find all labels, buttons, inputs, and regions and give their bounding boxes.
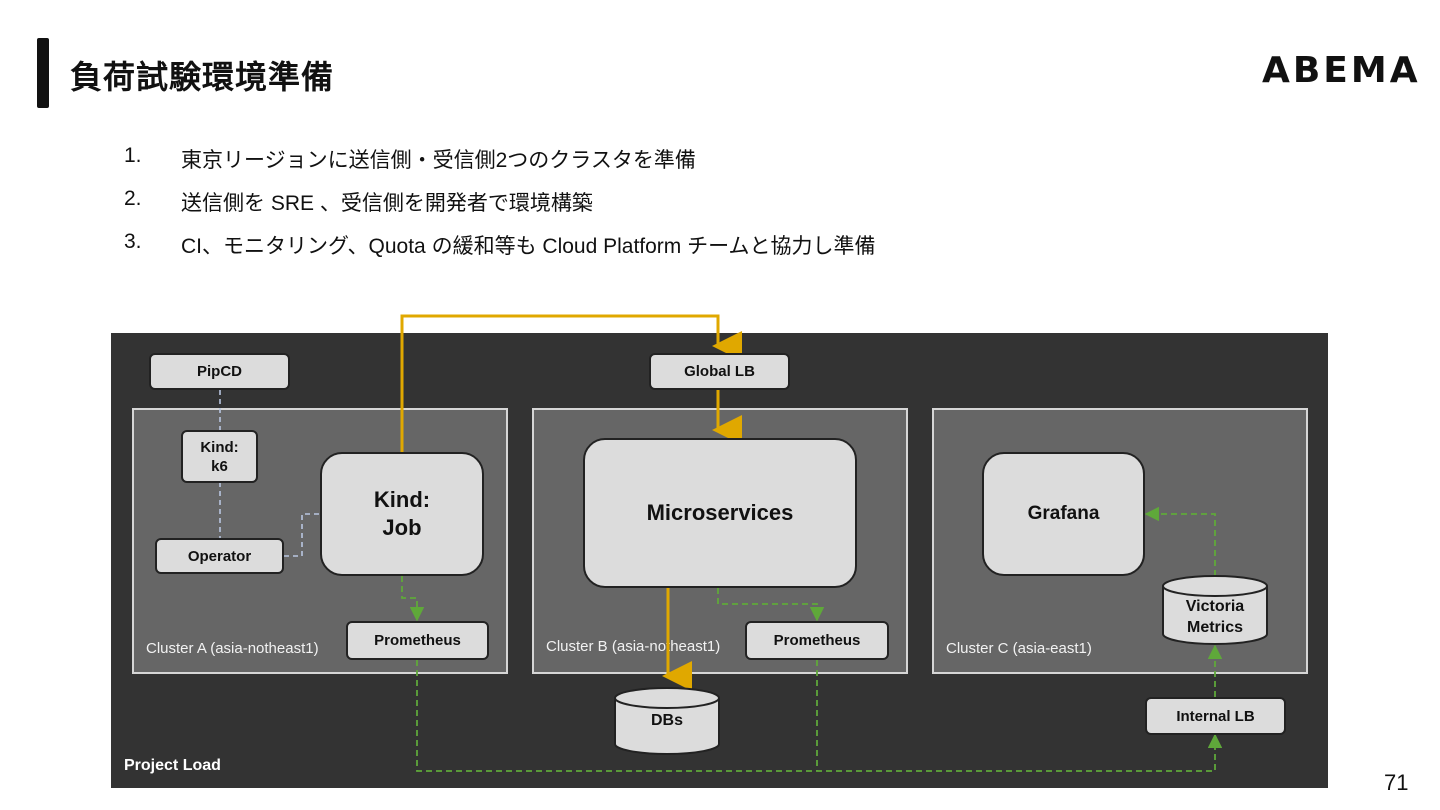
pipcd-label: PipCD bbox=[197, 363, 242, 380]
operator-node: Operator bbox=[155, 538, 284, 574]
prometheus-b-node: Prometheus bbox=[745, 621, 889, 660]
logo-trademark-icon: » bbox=[1404, 58, 1410, 69]
step-text: 送信側を SRE 、受信側を開発者で環境構築 bbox=[181, 192, 593, 215]
abema-logo: ABEMA bbox=[1262, 50, 1421, 91]
prometheus-b-label: Prometheus bbox=[773, 632, 861, 649]
step-text: 東京リージョンに送信側・受信側2つのクラスタを準備 bbox=[181, 149, 696, 172]
kind-job-label: Kind: Job bbox=[373, 487, 431, 540]
project-load-label: Project Load bbox=[124, 757, 221, 774]
microservices-node: Microservices bbox=[583, 438, 857, 588]
cluster-b-label: Cluster B (asia-notheast1) bbox=[546, 638, 721, 655]
operator-to-kind-job-line bbox=[284, 513, 320, 557]
grafana-label: Grafana bbox=[1027, 503, 1100, 524]
step-number: 1. bbox=[124, 144, 142, 167]
cluster-a-label: Cluster A (asia-notheast1) bbox=[146, 640, 319, 657]
step-number: 3. bbox=[124, 230, 142, 253]
cluster-c-label: Cluster C (asia-east1) bbox=[946, 640, 1092, 657]
metrics-arrow-job-to-prometheus-a bbox=[401, 576, 425, 622]
metrics-arrow-prometheus-a-to-internal-lb bbox=[416, 660, 1223, 772]
pipcd-node: PipCD bbox=[149, 353, 290, 390]
grafana-node: Grafana bbox=[982, 452, 1145, 576]
prometheus-a-node: Prometheus bbox=[346, 621, 489, 660]
page-number: 71 bbox=[1384, 770, 1409, 795]
dbs-label: DBs bbox=[650, 712, 683, 729]
metrics-arrow-microservices-to-prometheus-b bbox=[717, 588, 825, 622]
dbs-cylinder bbox=[614, 687, 720, 755]
metrics-arrow-victoria-to-grafana bbox=[1144, 506, 1216, 576]
title-accent-bar bbox=[37, 38, 49, 108]
step-text: CI、モニタリング、Quota の緩和等も Cloud Platform チーム… bbox=[181, 235, 876, 258]
victoria-metrics-cylinder bbox=[1162, 575, 1268, 645]
kind-k6-label: Kind: k6 bbox=[200, 438, 239, 475]
internal-lb-node: Internal LB bbox=[1145, 697, 1286, 735]
page-title: 負荷試験環境準備 bbox=[70, 59, 335, 95]
prometheus-a-label: Prometheus bbox=[374, 632, 461, 649]
global-lb-label: Global LB bbox=[684, 363, 755, 380]
microservices-label: Microservices bbox=[646, 500, 794, 525]
kind-k6-node: Kind: k6 bbox=[181, 430, 258, 483]
victoria-metrics-label: Victoria Metrics bbox=[1185, 598, 1245, 636]
internal-lb-label: Internal LB bbox=[1176, 707, 1255, 725]
global-lb-node: Global LB bbox=[649, 353, 790, 390]
kind-job-node: Kind: Job bbox=[320, 452, 484, 576]
load-arrow-job-to-global-lb bbox=[400, 314, 742, 453]
step-number: 2. bbox=[124, 187, 142, 210]
operator-label: Operator bbox=[187, 547, 252, 565]
